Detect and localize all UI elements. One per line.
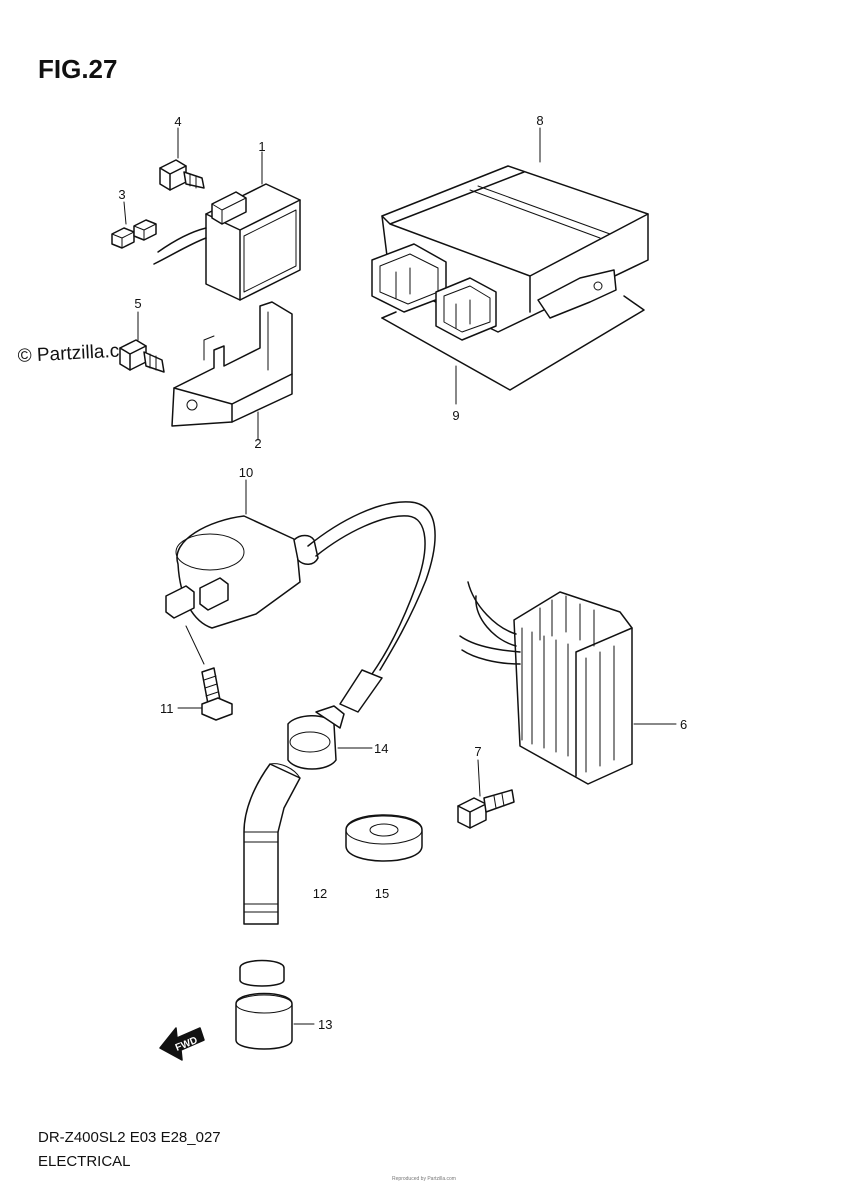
callout-3: 3 — [118, 187, 125, 202]
callout-1: 1 — [258, 139, 265, 154]
part-6-regulator[interactable] — [459, 581, 633, 785]
part-11-bolt[interactable] — [201, 667, 233, 721]
footer-model-code: DR-Z400SL2 E03 E28_027 — [38, 1129, 221, 1146]
callout-8: 8 — [536, 113, 543, 128]
callout-15: 15 — [375, 886, 389, 901]
fwd-arrow-icon: FWD — [159, 1027, 205, 1061]
part-12-plug-cap[interactable] — [243, 763, 301, 925]
callout-11: 11 — [160, 701, 174, 716]
callout-10: 10 — [239, 465, 253, 480]
footer-section-name: ELECTRICAL — [38, 1153, 131, 1170]
part-5-bolt[interactable] — [119, 339, 165, 373]
callout-13: 13 — [318, 1017, 332, 1032]
callout-4: 4 — [174, 114, 181, 129]
callout-9: 9 — [452, 408, 459, 423]
callout-12: 12 — [313, 886, 327, 901]
part-3-connector[interactable] — [111, 219, 157, 249]
part-10-ignition-coil[interactable] — [165, 501, 436, 713]
part-2-bracket[interactable] — [171, 301, 293, 427]
part-14-cap-adapter[interactable] — [287, 705, 345, 770]
figure-title: FIG.27 — [38, 54, 117, 84]
part-1-relay[interactable] — [153, 183, 301, 301]
callout-14: 14 — [374, 741, 388, 756]
part-7-bolt[interactable] — [457, 789, 515, 829]
part-13-boot-seal[interactable] — [235, 959, 293, 1050]
callout-5: 5 — [134, 296, 141, 311]
callout-6: 6 — [680, 717, 687, 732]
part-15-grommet[interactable] — [345, 814, 423, 862]
part-9-pad[interactable] — [381, 295, 645, 391]
part-8-ecm[interactable] — [371, 165, 649, 341]
callout-7: 7 — [474, 744, 481, 759]
footer-fine-print: Reproduced by Partzilla.com — [392, 1176, 456, 1182]
callout-2: 2 — [254, 436, 261, 451]
part-4-bolt[interactable] — [159, 159, 205, 191]
